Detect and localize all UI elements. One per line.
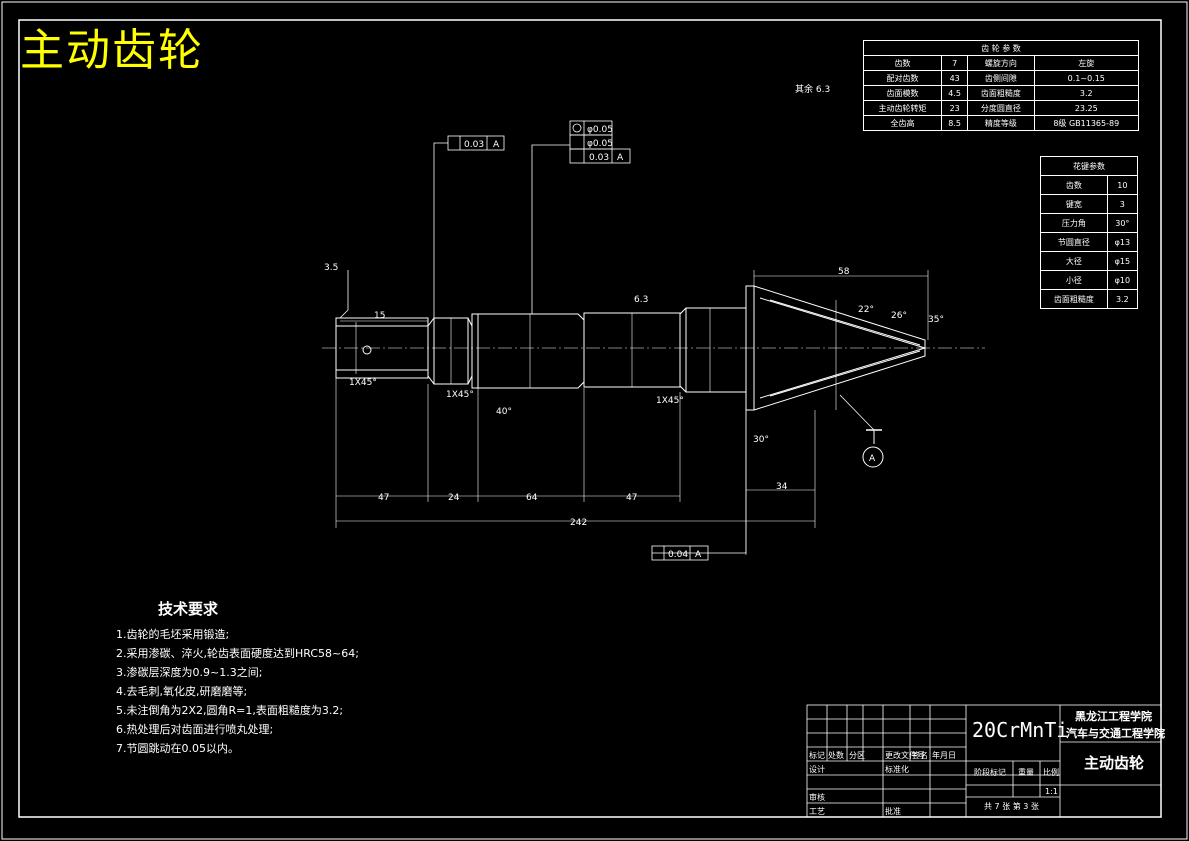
tb-label-mark: 标记 <box>809 751 825 760</box>
dim-pin-length: 15 <box>374 311 385 321</box>
datum-a-marker: A <box>862 429 884 468</box>
tb-sheets: 共 7 张 第 3 张 <box>984 802 1039 811</box>
tb-scale: 比例 <box>1043 768 1059 777</box>
cone-angle-1: 22° <box>858 305 874 315</box>
list-item: 5.未注倒角为2X2,圆角R=1,表面粗糙度为3.2; <box>116 704 344 717</box>
title-block-grid <box>806 704 1162 818</box>
cone-angle-2: 26° <box>891 311 907 321</box>
tol-left-value: 0.03 <box>464 140 484 150</box>
tolerance-values: 0.03 A φ0.05 φ0.05 0.03 A 0.04 A <box>464 125 702 560</box>
tol-top-3-datum: A <box>617 153 624 163</box>
tb-weight: 重量 <box>1018 768 1034 777</box>
dim-cone-length: 34 <box>776 482 788 492</box>
tb-approve: 批准 <box>885 807 901 816</box>
rough-mid: 6.3 <box>634 295 648 305</box>
tb-label-count: 处数 <box>828 751 844 760</box>
tb-stage-mark: 阶段标记 <box>974 768 1006 777</box>
tb-process: 工艺 <box>809 807 825 816</box>
tb-label-date: 年月日 <box>932 751 956 760</box>
tol-top-3: 0.03 <box>589 153 609 163</box>
gear-params-header: 齿 轮 参 数 <box>863 40 1139 56</box>
inner-border <box>18 19 1162 818</box>
dim-seg2: 24 <box>448 493 460 503</box>
tol-top-2: φ0.05 <box>587 139 613 149</box>
material-label: 20CrMnTi <box>972 718 1069 742</box>
school-name: 黑龙江工程学院 <box>1075 710 1152 723</box>
dim-top-length: 58 <box>838 267 850 277</box>
tol-top-1: φ0.05 <box>587 125 613 135</box>
department-name: 汽车与交通工程学院 <box>1066 727 1165 740</box>
angle-30: 30° <box>753 435 769 445</box>
rough-left: 3.5 <box>324 263 338 273</box>
tech-requirements: 技术要求 1.齿轮的毛坯采用锻造; 2.采用渗碳、淬火,轮齿表面硬度达到HRC5… <box>116 598 359 758</box>
list-item: 7.节圆跳动在0.05以内。 <box>116 742 239 755</box>
list-item: 3.渗碳层深度为0.9~1.3之间; <box>116 666 263 679</box>
dim-overall: 242 <box>570 518 587 528</box>
tol-left-datum: A <box>493 140 500 150</box>
tb-label-change: 更改文件号 <box>885 751 925 760</box>
tech-requirements-title: 技术要求 <box>158 600 219 618</box>
tb-review: 审核 <box>809 793 825 802</box>
drawing-title: 主动齿轮 <box>20 25 204 76</box>
cone-angle-3: 35° <box>928 315 944 325</box>
spline-params-header: 花键参数 <box>1040 156 1138 176</box>
part-name: 主动齿轮 <box>1084 754 1145 772</box>
diameter-dimensions <box>355 300 837 410</box>
list-item: 1.齿轮的毛坯采用锻造; <box>116 628 230 641</box>
tb-design: 设计 <box>809 765 825 774</box>
list-item: 2.采用渗碳、淬火,轮齿表面硬度达到HRC58~64; <box>116 647 359 660</box>
dim-seg4: 47 <box>626 493 637 503</box>
tol-bottom-value: 0.04 <box>668 550 688 560</box>
dimension-texts: 242 47 24 64 47 34 58 15 1X45° 1X45° 1X4… <box>324 83 944 528</box>
angle-40: 40° <box>496 407 512 417</box>
tb-label-zone: 分区 <box>849 751 865 760</box>
datum-a-label: A <box>869 454 876 464</box>
length-dimensions <box>335 270 929 555</box>
dim-seg1: 47 <box>378 493 389 503</box>
dim-chamfer-1: 1X45° <box>349 378 377 388</box>
tol-bottom-datum: A <box>695 550 702 560</box>
tb-standardize: 标准化 <box>885 765 909 774</box>
other-roughness: 其余 6.3 <box>795 83 830 95</box>
list-item: 6.热处理后对齿面进行喷丸处理; <box>116 723 274 736</box>
tb-label-sign: 签名 <box>912 751 928 760</box>
dim-chamfer-2: 1X45° <box>446 390 474 400</box>
dim-chamfer-3: 1X45° <box>656 396 684 406</box>
tolerance-frames <box>447 120 709 561</box>
list-item: 4.去毛刺,氧化皮,研磨磨等; <box>116 685 248 698</box>
dim-seg3: 64 <box>526 493 538 503</box>
tb-scale-value: 1:1 <box>1045 787 1058 796</box>
